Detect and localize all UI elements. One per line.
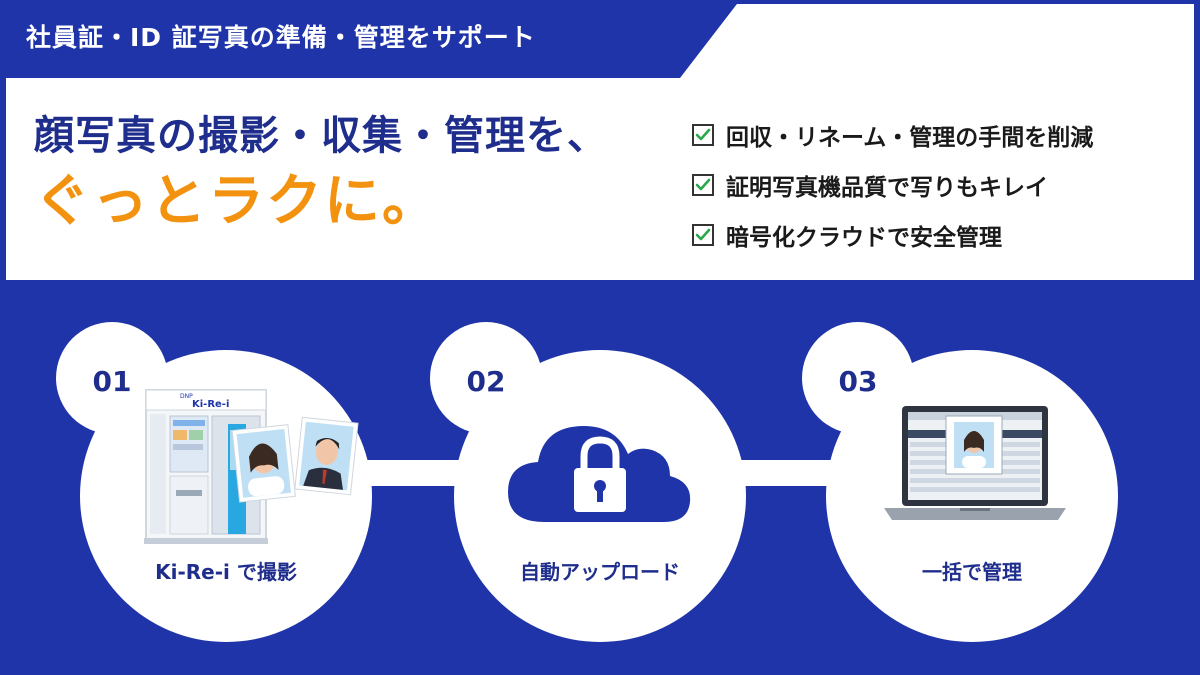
step-card-2: 02 自動アップロード (430, 322, 746, 642)
headline: 顔写真の撮影・収集・管理を、 ぐっとラクに。 (34, 108, 608, 240)
feature-item: 回収・リネーム・管理の手間を削減 (692, 112, 1093, 158)
checkbox-checked-icon (692, 174, 714, 196)
step-card-3: 03 一括で管理 (802, 322, 1118, 642)
headline-line2: ぐっとラクに。 (34, 169, 440, 234)
step-number: 02 (466, 364, 506, 398)
step-number: 01 (92, 364, 132, 398)
checkbox-checked-icon (692, 124, 714, 146)
step-label: Ki-Re-i で撮影 (155, 560, 297, 584)
feature-text: 暗号化クラウドで安全管理 (726, 225, 1002, 251)
feature-item: 暗号化クラウドで安全管理 (692, 212, 1093, 258)
tagline-banner: 社員証・ID 証写真の準備・管理をサポート (0, 0, 740, 78)
headline-line1: 顔写真の撮影・収集・管理を、 (34, 113, 608, 159)
cloud-lock-icon (508, 426, 691, 522)
feature-list: 回収・リネーム・管理の手間を削減 証明写真機品質で写りもキレイ 暗号化クラウドで… (692, 112, 1093, 262)
tagline-text: 社員証・ID 証写真の準備・管理をサポート (26, 23, 536, 52)
feature-text: 証明写真機品質で写りもキレイ (726, 175, 1048, 201)
booth-brand: Ki-Re-i (192, 399, 229, 410)
step-label: 自動アップロード (520, 560, 680, 584)
step-card-1: 01 DNP Ki-Re-i (56, 322, 372, 642)
step-number-badge: 02 (430, 322, 542, 434)
step-number-badge: 03 (802, 322, 914, 434)
laptop-illustration (884, 406, 1066, 520)
step-number: 03 (838, 364, 878, 398)
feature-text: 回収・リネーム・管理の手間を削減 (726, 125, 1094, 151)
booth-maker: DNP (180, 393, 193, 400)
checkbox-checked-icon (692, 224, 714, 246)
photo-booth-illustration: DNP Ki-Re-i (144, 389, 359, 544)
feature-item: 証明写真機品質で写りもキレイ (692, 162, 1093, 208)
step-label: 一括で管理 (922, 560, 1022, 584)
